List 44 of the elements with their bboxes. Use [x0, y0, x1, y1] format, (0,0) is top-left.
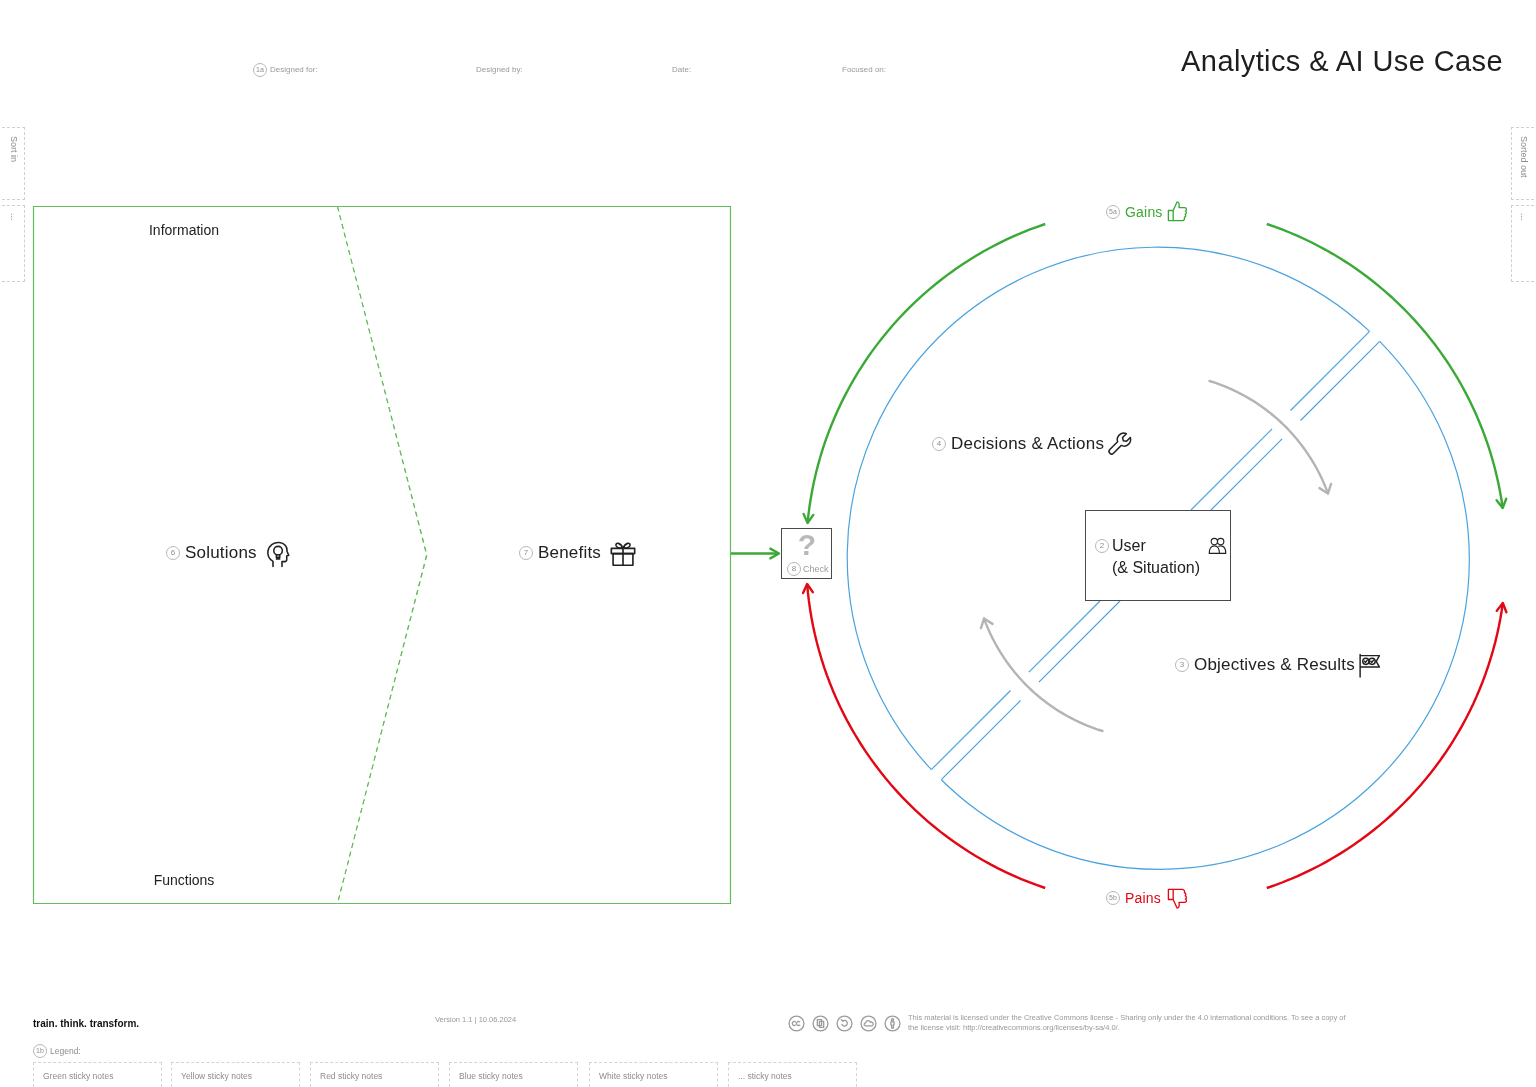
- field-label: Designed for:: [270, 65, 318, 75]
- user-label: User (& Situation): [1112, 536, 1202, 578]
- sort-area: [2, 205, 25, 282]
- section-title: Decisions & Actions: [951, 434, 1105, 454]
- check-label: Check: [803, 563, 829, 575]
- section-title: Gains: [1125, 203, 1163, 222]
- sticky-note-label: Red sticky notes: [320, 1070, 383, 1082]
- sort-label: ...: [7, 213, 20, 221]
- sort-label: Sort in: [7, 136, 20, 162]
- sticky-note-label: Yellow sticky notes: [181, 1070, 253, 1082]
- curved-arrow: [802, 222, 1046, 525]
- sticky-note-slot: [589, 1062, 718, 1087]
- section-label: Functions: [152, 871, 216, 889]
- slogan: train. think. transform.: [33, 1017, 140, 1031]
- section-title: Solutions: [185, 543, 257, 563]
- curved-arrow: [1266, 222, 1508, 510]
- section-title: Pains: [1125, 889, 1162, 908]
- sort-area: [2, 127, 25, 200]
- field-label: Date:: [672, 65, 692, 75]
- sort-area: [1511, 205, 1534, 282]
- sticky-note-label: White sticky notes: [599, 1070, 668, 1082]
- sticky-note-slot: [310, 1062, 439, 1087]
- sticky-note-label: ... sticky notes: [738, 1070, 792, 1082]
- check-card: [781, 528, 832, 579]
- sort-area: [1511, 127, 1534, 200]
- sticky-note-slot: [728, 1062, 857, 1087]
- sticky-note-slot: [33, 1062, 162, 1087]
- sticky-note-slot: [449, 1062, 578, 1087]
- sort-label: Sorted out: [1517, 136, 1530, 178]
- canvas-title: Analytics & AI Use Case: [1181, 44, 1503, 79]
- sort-label: ...: [1517, 213, 1530, 221]
- curved-arrow: [1266, 601, 1508, 890]
- section-title: Objectives & Results: [1194, 655, 1355, 675]
- field-label: Focused on:: [842, 65, 887, 75]
- sticky-note-slot: [171, 1062, 300, 1087]
- field-label: Designed by:: [476, 65, 523, 75]
- question-mark: ?: [796, 529, 818, 561]
- user-card: [1085, 510, 1231, 601]
- sticky-note-label: Green sticky notes: [43, 1070, 114, 1082]
- arrow: [731, 547, 781, 560]
- curved-arrow: [801, 582, 1046, 890]
- sticky-note-label: Blue sticky notes: [459, 1070, 523, 1082]
- section-title: Benefits: [538, 543, 602, 563]
- section-label: Information: [147, 221, 220, 239]
